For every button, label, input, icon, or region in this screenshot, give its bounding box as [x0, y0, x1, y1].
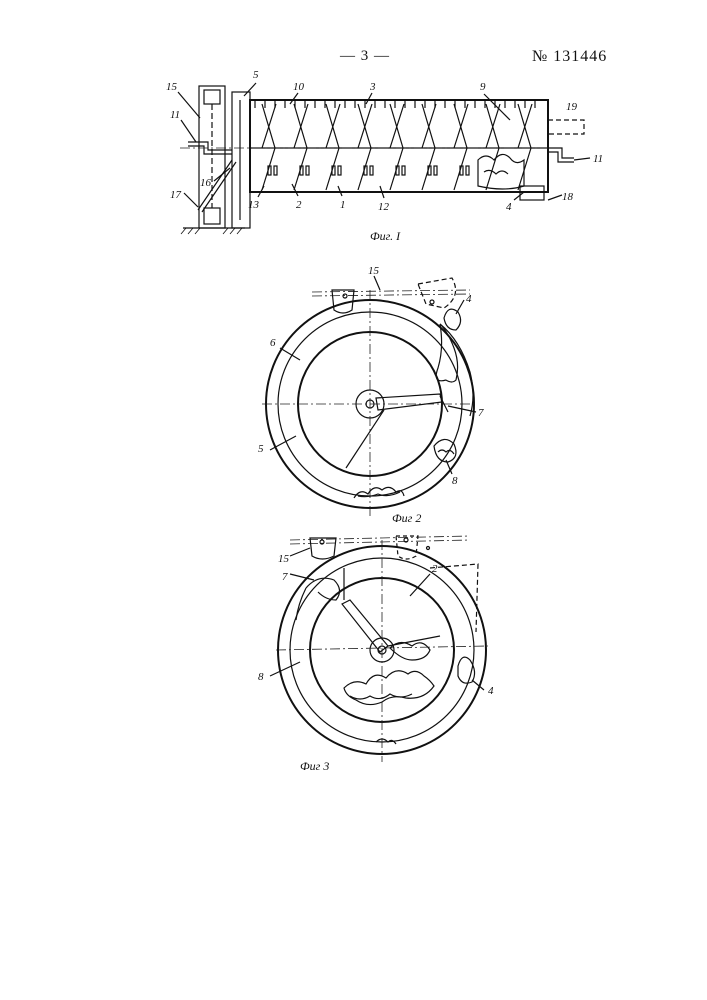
fig1-label-4: 4	[506, 201, 512, 213]
fig2-label-5: 5	[258, 443, 264, 455]
figure-3: 15 7 2 8 4 Фиг 3	[258, 536, 494, 773]
fig1-label-18: 18	[562, 191, 574, 203]
fig2-label-7: 7	[478, 407, 484, 419]
fig1-label-11-right: 11	[593, 153, 603, 165]
fig2-label-6: 6	[270, 337, 276, 349]
fig1-label-13: 13	[248, 199, 260, 211]
fig3-label-4: 4	[488, 685, 494, 697]
fig1-label-3: 3	[369, 81, 376, 93]
fig1-label-15: 15	[166, 81, 178, 93]
fig1-label-12: 12	[378, 201, 390, 213]
fig1-caption: Фиг. I	[370, 229, 401, 243]
fig3-label-8: 8	[258, 671, 264, 683]
fig3-caption: Фиг 3	[300, 759, 329, 773]
fig1-label-5: 5	[253, 69, 259, 81]
figure-2: 15 4 6 7 5 8 Фиг 2	[258, 265, 484, 525]
fig1-label-1: 1	[340, 199, 346, 211]
fig1-label-9: 9	[480, 81, 486, 93]
figure-1: 15 11 16 17 5 10 3 9 19 11 13 2 1 12 4 1…	[166, 69, 603, 243]
fig3-label-7: 7	[282, 571, 288, 583]
fig1-label-17: 17	[170, 189, 182, 201]
fig2-label-4: 4	[466, 293, 472, 305]
fig1-label-10: 10	[293, 81, 305, 93]
fig1-label-2: 2	[296, 199, 302, 211]
fig2-label-8: 8	[452, 475, 458, 487]
fig1-label-19: 19	[566, 101, 578, 113]
fig3-label-15: 15	[278, 553, 290, 565]
fig1-label-11-left: 11	[170, 109, 180, 121]
fig3-label-2: 2	[432, 563, 438, 575]
fig2-caption: Фиг 2	[392, 511, 421, 525]
fig1-label-16: 16	[200, 177, 212, 189]
fig2-label-15: 15	[368, 265, 380, 277]
